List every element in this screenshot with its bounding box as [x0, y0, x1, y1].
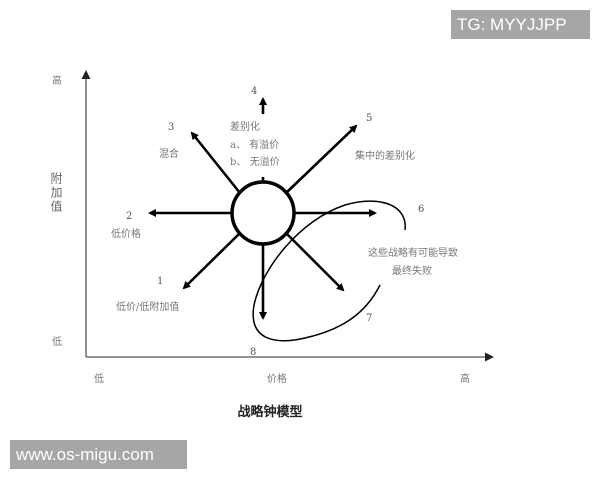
- axes: [81, 70, 494, 362]
- route-2-number: 2: [126, 211, 133, 222]
- route-1-number: 1: [157, 276, 164, 287]
- watermark-bottom-left: www.os-migu.com: [10, 440, 187, 469]
- diagram-title: 战略钟模型: [237, 405, 303, 420]
- route-5-number: 5: [366, 113, 373, 124]
- route-3-label: 混合: [159, 149, 179, 160]
- failure-note-line-1: 这些战略有可能导致: [368, 248, 458, 259]
- y-axis-low-label: 低: [52, 337, 62, 348]
- route-4-label: 差别化: [230, 122, 260, 133]
- route-4-sub-a: a、 有溢价: [230, 140, 280, 151]
- x-axis-title: 价格: [267, 374, 287, 385]
- arrow-route-5: [285, 124, 358, 194]
- route-4-number: 4: [251, 86, 258, 97]
- route-2-label: 低价格: [111, 229, 141, 240]
- arrow-route-7: [285, 232, 345, 292]
- x-axis-low-label: 低: [94, 374, 104, 385]
- y-axis-high-label: 高: [52, 76, 62, 87]
- arrow-route-1: [182, 232, 241, 290]
- route-6-number: 6: [418, 204, 425, 215]
- arrow-route-3: [190, 131, 242, 194]
- route-3-number: 3: [168, 122, 175, 133]
- clock-arrows: [148, 97, 377, 320]
- y-axis-title: 附加值: [49, 172, 63, 214]
- route-1-label: 低价/低附加值: [116, 302, 180, 313]
- route-7-number: 7: [366, 313, 373, 324]
- route-4-sub-b: b、 无溢价: [230, 157, 280, 168]
- x-axis-high-label: 高: [460, 374, 470, 385]
- route-8-number: 8: [250, 347, 257, 358]
- failure-note-line-2: 最终失败: [392, 266, 432, 277]
- failure-loop: [252, 200, 406, 342]
- watermark-top-right: TG: MYYJJPP: [451, 10, 590, 39]
- route-5-label: 集中的差别化: [355, 151, 415, 162]
- clock-center: [230, 180, 296, 246]
